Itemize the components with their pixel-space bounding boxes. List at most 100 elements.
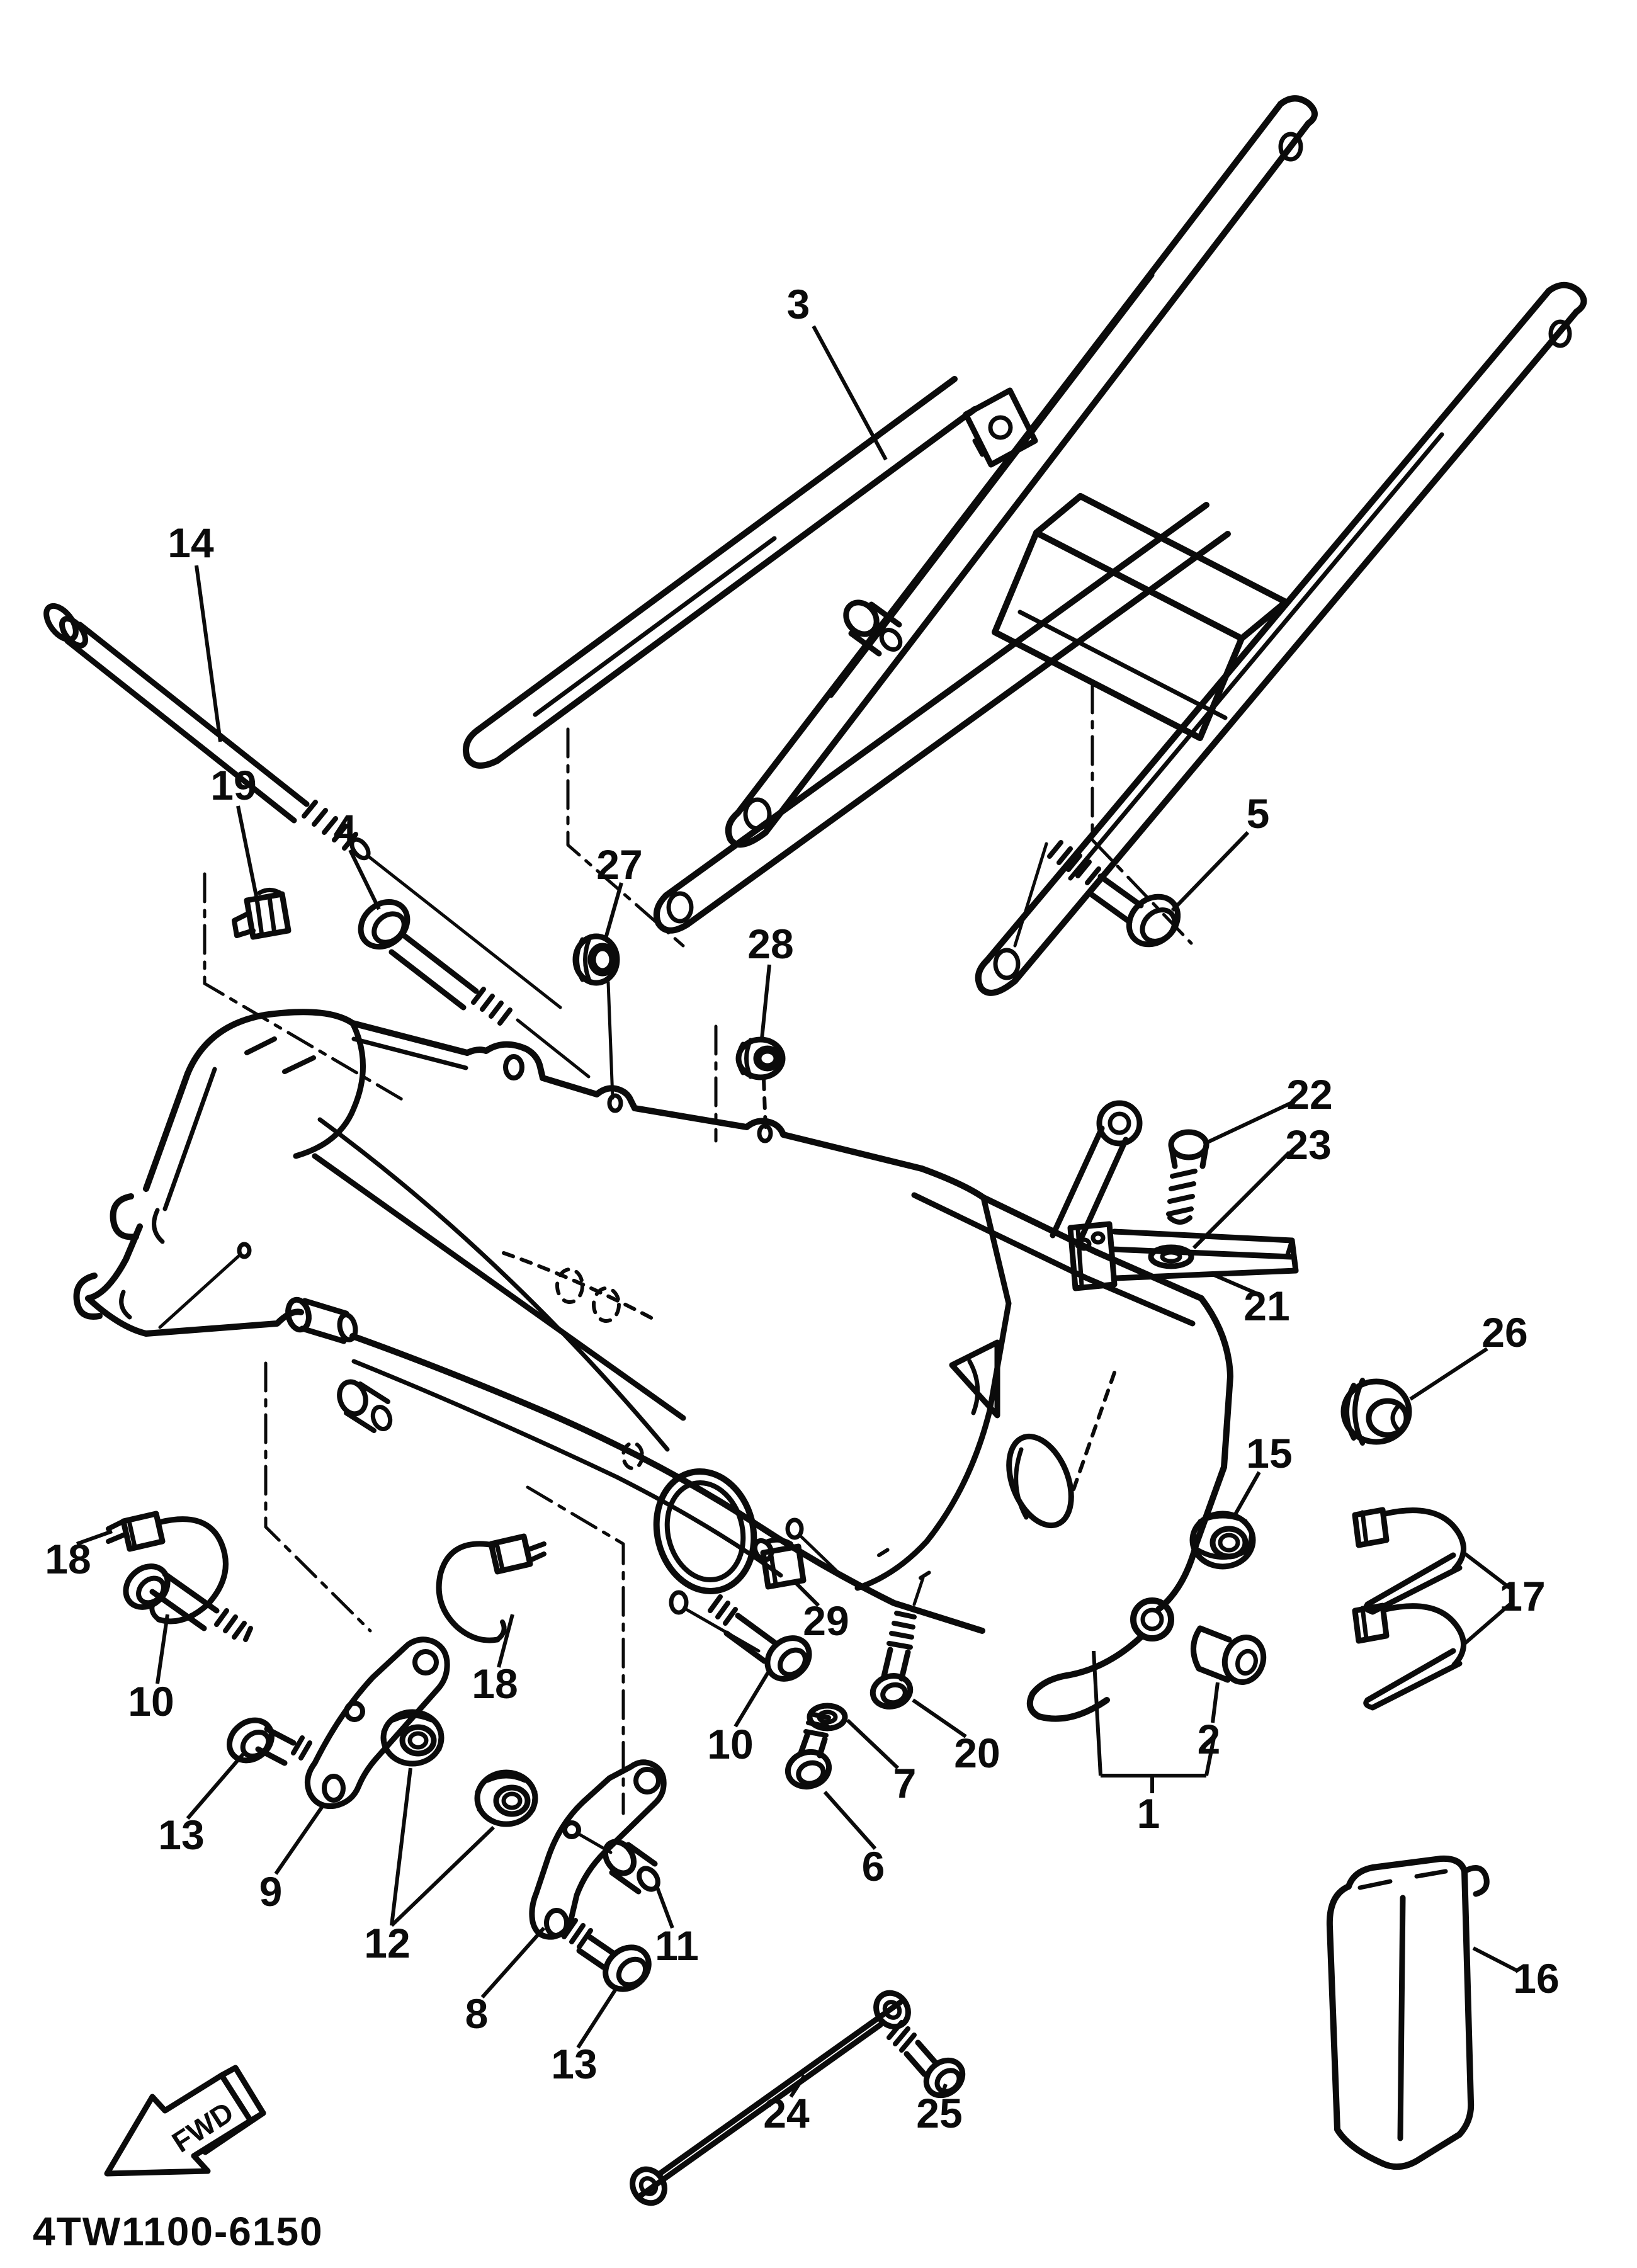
collar-2 bbox=[1191, 1625, 1267, 1685]
boundary-lines bbox=[203, 683, 1193, 1815]
bolt-22 bbox=[1166, 1129, 1209, 1225]
bolt-10-left bbox=[123, 1563, 253, 1642]
callout-leader-29 bbox=[794, 1581, 820, 1607]
callout-18: 18 bbox=[472, 1660, 518, 1707]
clip-29 bbox=[752, 1537, 807, 1590]
pivot-bolt-14 bbox=[43, 603, 562, 1009]
callout-layer: 3141942728522232126151718101391218811131… bbox=[45, 281, 1559, 2136]
callout-leader-2 bbox=[1211, 1682, 1220, 1723]
callout-leader-18 bbox=[76, 1529, 113, 1546]
callout-leader-20 bbox=[912, 1698, 967, 1738]
callout-leader-12 bbox=[390, 1767, 412, 1926]
callout-24: 24 bbox=[763, 2090, 810, 2136]
callout-22: 22 bbox=[1286, 1071, 1332, 1118]
callout-leader-11 bbox=[655, 1886, 674, 1929]
callout-28: 28 bbox=[747, 921, 793, 967]
callout-9: 9 bbox=[259, 1868, 283, 1915]
callout-leader-1 bbox=[1092, 1650, 1102, 1776]
callout-25: 25 bbox=[916, 2090, 962, 2136]
callout-23: 23 bbox=[1285, 1121, 1331, 1168]
callout-leader-22 bbox=[1206, 1101, 1292, 1144]
callout-12: 12 bbox=[364, 1920, 410, 1966]
container-16 bbox=[1326, 1855, 1490, 2170]
callout-5: 5 bbox=[1247, 790, 1270, 837]
bolt-4 bbox=[358, 899, 591, 1079]
callout-leader-19 bbox=[236, 805, 259, 900]
bolt-13-right bbox=[562, 1918, 652, 1992]
rail-21 bbox=[1067, 1221, 1299, 1291]
callout-leader-15 bbox=[1231, 1471, 1261, 1520]
rear-subframe bbox=[463, 95, 1587, 996]
callout-leader-9 bbox=[274, 1803, 326, 1875]
callout-leader-18 bbox=[497, 1614, 514, 1668]
collar-11 bbox=[576, 1832, 660, 1895]
part-code: 4TW1100-6150 bbox=[33, 2209, 324, 2254]
callout-leader-8 bbox=[480, 1927, 546, 1999]
callout-leader-14 bbox=[195, 565, 222, 742]
callout-8: 8 bbox=[465, 1990, 489, 2037]
callout-leader-25 bbox=[940, 2084, 948, 2096]
callout-1: 1 bbox=[1137, 1790, 1160, 1837]
callout-21: 21 bbox=[1243, 1283, 1289, 1329]
callout-15: 15 bbox=[1246, 1430, 1292, 1477]
fwd-arrow bbox=[104, 2065, 266, 2177]
callout-leader-28 bbox=[760, 964, 771, 1040]
bracket-9 bbox=[304, 1636, 450, 1810]
stay-24 bbox=[630, 1990, 911, 2206]
callout-13: 13 bbox=[158, 1812, 204, 1858]
callout-leader-1 bbox=[1204, 1731, 1217, 1776]
bracket-8 bbox=[529, 1759, 667, 1940]
callout-26: 26 bbox=[1481, 1309, 1527, 1356]
bolt-20 bbox=[869, 1547, 932, 1710]
bolt-10-right bbox=[708, 1594, 812, 1682]
callout-leader-13 bbox=[576, 1986, 619, 2049]
callout-leader-5 bbox=[1170, 831, 1250, 912]
callout-leader-17 bbox=[1461, 1602, 1511, 1648]
callout-6: 6 bbox=[862, 1843, 885, 1890]
bolt-5 bbox=[1013, 840, 1181, 948]
callout-leader-26 bbox=[1409, 1347, 1488, 1401]
band-clamps-17 bbox=[1352, 1507, 1466, 1711]
bolt-25 bbox=[886, 2020, 966, 2099]
callout-10: 10 bbox=[128, 1678, 174, 1725]
clip-19 bbox=[232, 888, 292, 940]
bolt-13-left bbox=[226, 1717, 312, 1766]
callout-leader-13 bbox=[186, 1753, 245, 1820]
callout-leader-10 bbox=[156, 1614, 169, 1684]
main-frame bbox=[73, 1009, 1233, 1722]
callout-leader-27 bbox=[604, 882, 623, 939]
callout-27: 27 bbox=[596, 841, 642, 888]
callout-leader-24 bbox=[789, 2074, 807, 2098]
callout-13: 13 bbox=[551, 2041, 597, 2087]
callout-20: 20 bbox=[954, 1730, 1000, 1776]
clamp-18-right bbox=[436, 1533, 547, 1643]
grommet-28 bbox=[735, 1036, 786, 1130]
callout-leader-6 bbox=[823, 1791, 877, 1850]
callout-14: 14 bbox=[167, 519, 214, 566]
callout-leader-3 bbox=[812, 325, 888, 461]
callout-29: 29 bbox=[803, 1597, 849, 1644]
callout-7: 7 bbox=[893, 1760, 917, 1806]
callout-leader-7 bbox=[846, 1718, 900, 1770]
callout-leader-12 bbox=[390, 1825, 496, 1927]
callout-leader-23 bbox=[1192, 1150, 1291, 1250]
bolt-6 bbox=[785, 1711, 832, 1790]
nut-15 bbox=[1189, 1511, 1256, 1570]
callout-16: 16 bbox=[1513, 1955, 1559, 2002]
callout-leader-16 bbox=[1472, 1946, 1519, 1973]
callout-11: 11 bbox=[655, 1922, 699, 1969]
callout-leader-21 bbox=[1211, 1273, 1260, 1296]
callout-3: 3 bbox=[787, 281, 810, 327]
callout-4: 4 bbox=[334, 806, 357, 853]
callout-leader-10 bbox=[734, 1671, 770, 1728]
callout-17: 17 bbox=[1499, 1573, 1545, 1619]
callout-10: 10 bbox=[707, 1721, 753, 1767]
callout-18: 18 bbox=[45, 1536, 91, 1582]
callout-19: 19 bbox=[210, 762, 256, 808]
grommet-27 bbox=[572, 933, 620, 1100]
callout-leader-17 bbox=[1461, 1550, 1511, 1590]
plug-26 bbox=[1340, 1378, 1412, 1446]
callout-leader-4 bbox=[348, 849, 381, 910]
